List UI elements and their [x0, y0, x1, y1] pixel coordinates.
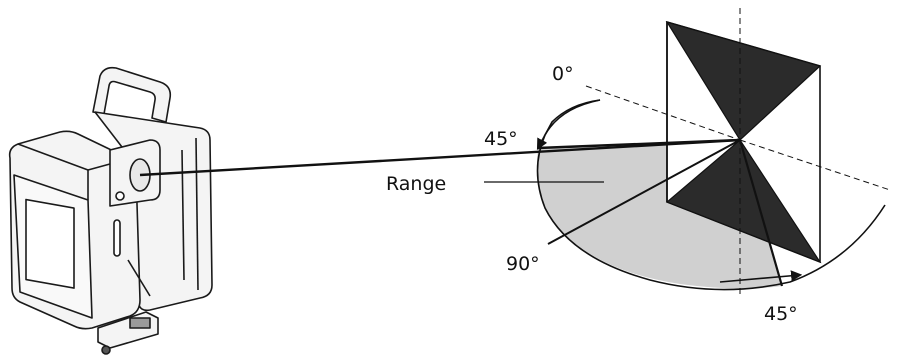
scanner-button	[115, 191, 125, 201]
upper-45-line	[537, 138, 741, 150]
scanner-screen	[25, 198, 75, 289]
label-range: Range	[386, 173, 446, 195]
ninety-degree-line	[547, 139, 741, 245]
scanner-handle	[92, 66, 172, 123]
label-ninety-degree: 90°	[506, 253, 540, 275]
laser-scanner-icon	[8, 66, 213, 355]
right-reference-line	[739, 139, 891, 191]
arc-arrow-lower	[719, 270, 803, 283]
laser-beam	[139, 138, 741, 177]
label-zero-degree: 0°	[552, 63, 574, 85]
zero-reference-line	[585, 85, 741, 141]
mirror-lower-triangle	[665, 139, 822, 264]
mirror-upper-triangle	[665, 20, 822, 141]
label-upper-45-degree: 45°	[484, 128, 518, 150]
label-lower-45-degree: 45°	[764, 303, 798, 325]
arc-arrow-upper	[536, 99, 601, 150]
lower-45-line	[738, 139, 784, 287]
